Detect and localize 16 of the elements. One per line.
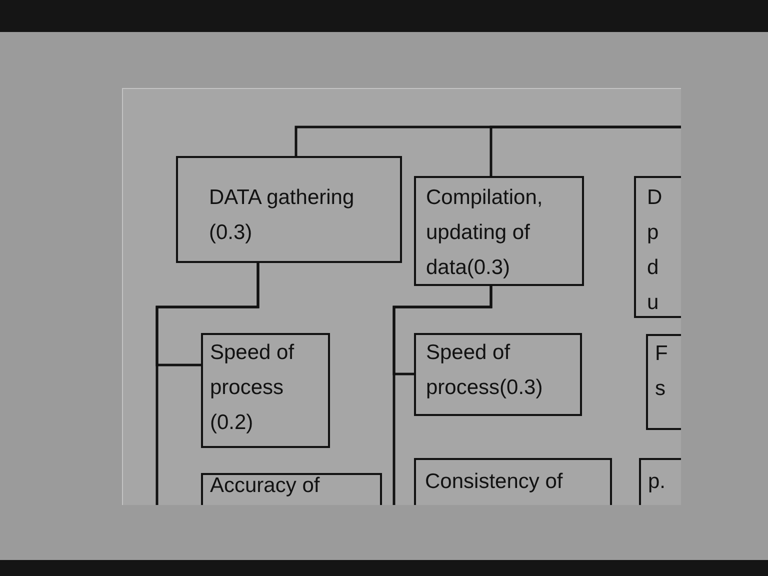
connector-line <box>156 263 260 505</box>
box-label: Compilation, updating of data(0.3) <box>426 185 544 281</box>
connector-line <box>490 126 681 176</box>
box-label: F s <box>655 341 669 402</box>
box-label: Consistency of <box>425 469 564 495</box>
box-label: Speed of process(0.3) <box>426 340 544 401</box>
box-label: D p d u <box>647 185 661 316</box>
box-label: Accuracy of <box>210 473 321 499</box>
box-label: p. <box>648 469 667 495</box>
process-box <box>176 156 402 263</box>
connector-line <box>392 286 492 505</box>
box-label: DATA gathering (0.3) <box>209 185 356 246</box>
process-box <box>414 333 582 416</box>
process-box <box>414 176 584 286</box>
box-label: Speed of process (0.2) <box>210 340 296 436</box>
process-box <box>201 333 330 448</box>
